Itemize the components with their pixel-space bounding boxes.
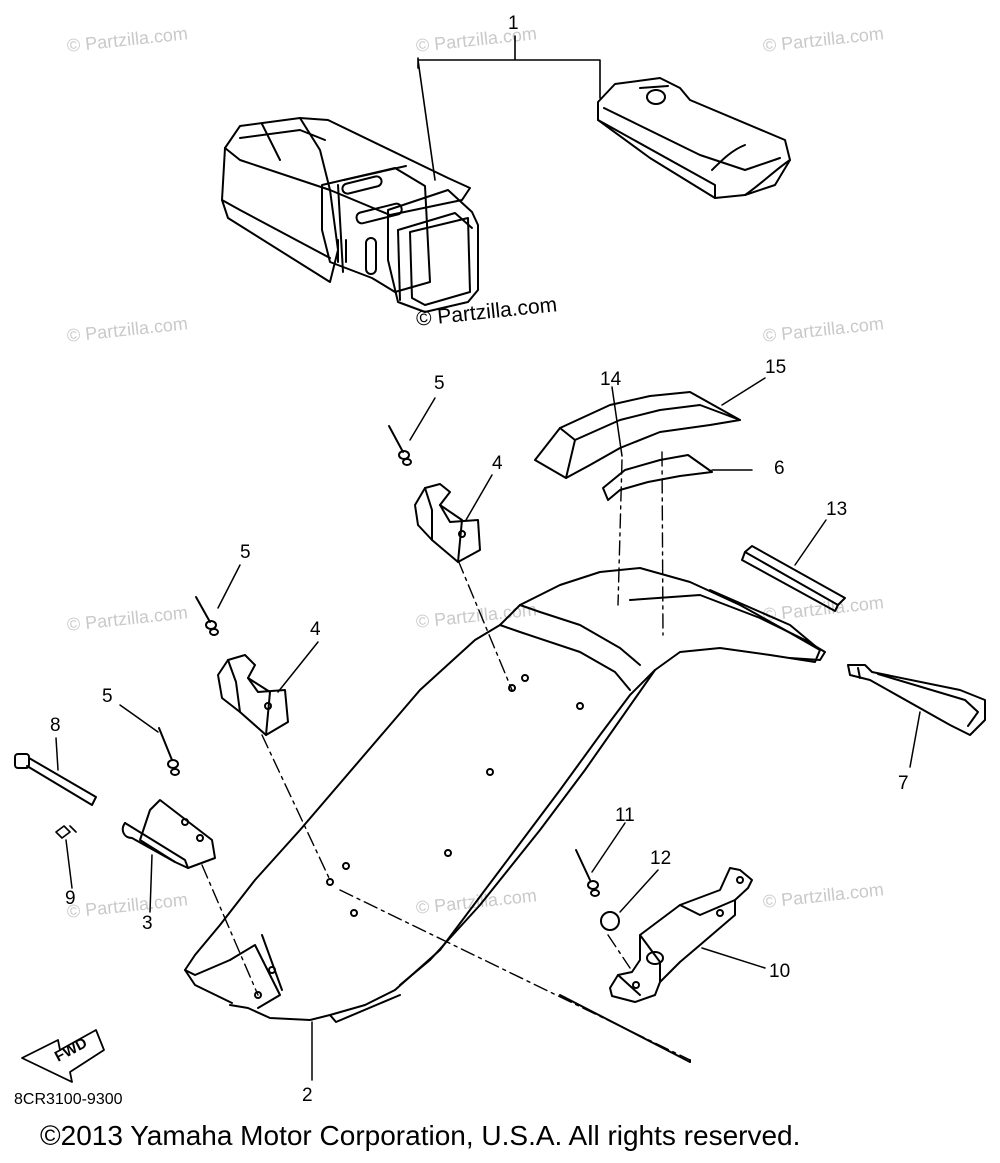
callout-8: 8 [50, 715, 61, 736]
screw-upper [388, 425, 412, 466]
callout-11: 11 [615, 805, 635, 826]
screw-middle [195, 596, 219, 636]
fender-stay [609, 867, 753, 1003]
callout-5: 5 [102, 686, 113, 707]
callout-3: 3 [142, 913, 153, 934]
bracket-lower [217, 654, 289, 736]
seat-assembly [221, 117, 479, 313]
callout-10: 10 [769, 961, 791, 982]
callout-5: 5 [434, 373, 445, 394]
hinge [121, 799, 216, 869]
callout-5: 5 [240, 542, 251, 563]
callout-1: 1 [508, 13, 519, 34]
callout-4: 4 [310, 619, 321, 640]
callout-2: 2 [302, 1085, 313, 1106]
diagram-code: 8CR3100-9300 [14, 1091, 123, 1108]
screw-lower [158, 727, 180, 776]
callout-4: 4 [492, 453, 503, 474]
grab-handle [709, 589, 986, 736]
callout-13: 13 [826, 499, 848, 520]
callout-9: 9 [65, 888, 76, 909]
screw-bracket [575, 849, 600, 897]
leader-lines [55, 377, 921, 1081]
callout-14: 14 [600, 369, 622, 390]
rear-fender [184, 567, 826, 1063]
callout-bracket-1 [417, 35, 601, 181]
fwd-arrow-icon: FWD [21, 1029, 105, 1083]
seat-pads [534, 391, 741, 501]
copyright-notice: ©2013 Yamaha Motor Corporation, U.S.A. A… [40, 1120, 801, 1151]
washer [600, 911, 620, 931]
callout-6: 6 [774, 458, 785, 479]
cotter-clip [55, 825, 77, 839]
callout-7: 7 [898, 773, 909, 794]
rubber-strip [741, 545, 846, 612]
callout-12: 12 [650, 848, 672, 869]
hinge-pin [14, 753, 97, 806]
callout-15: 15 [765, 357, 787, 378]
bracket-upper [414, 483, 481, 563]
seat-cover [597, 77, 791, 199]
